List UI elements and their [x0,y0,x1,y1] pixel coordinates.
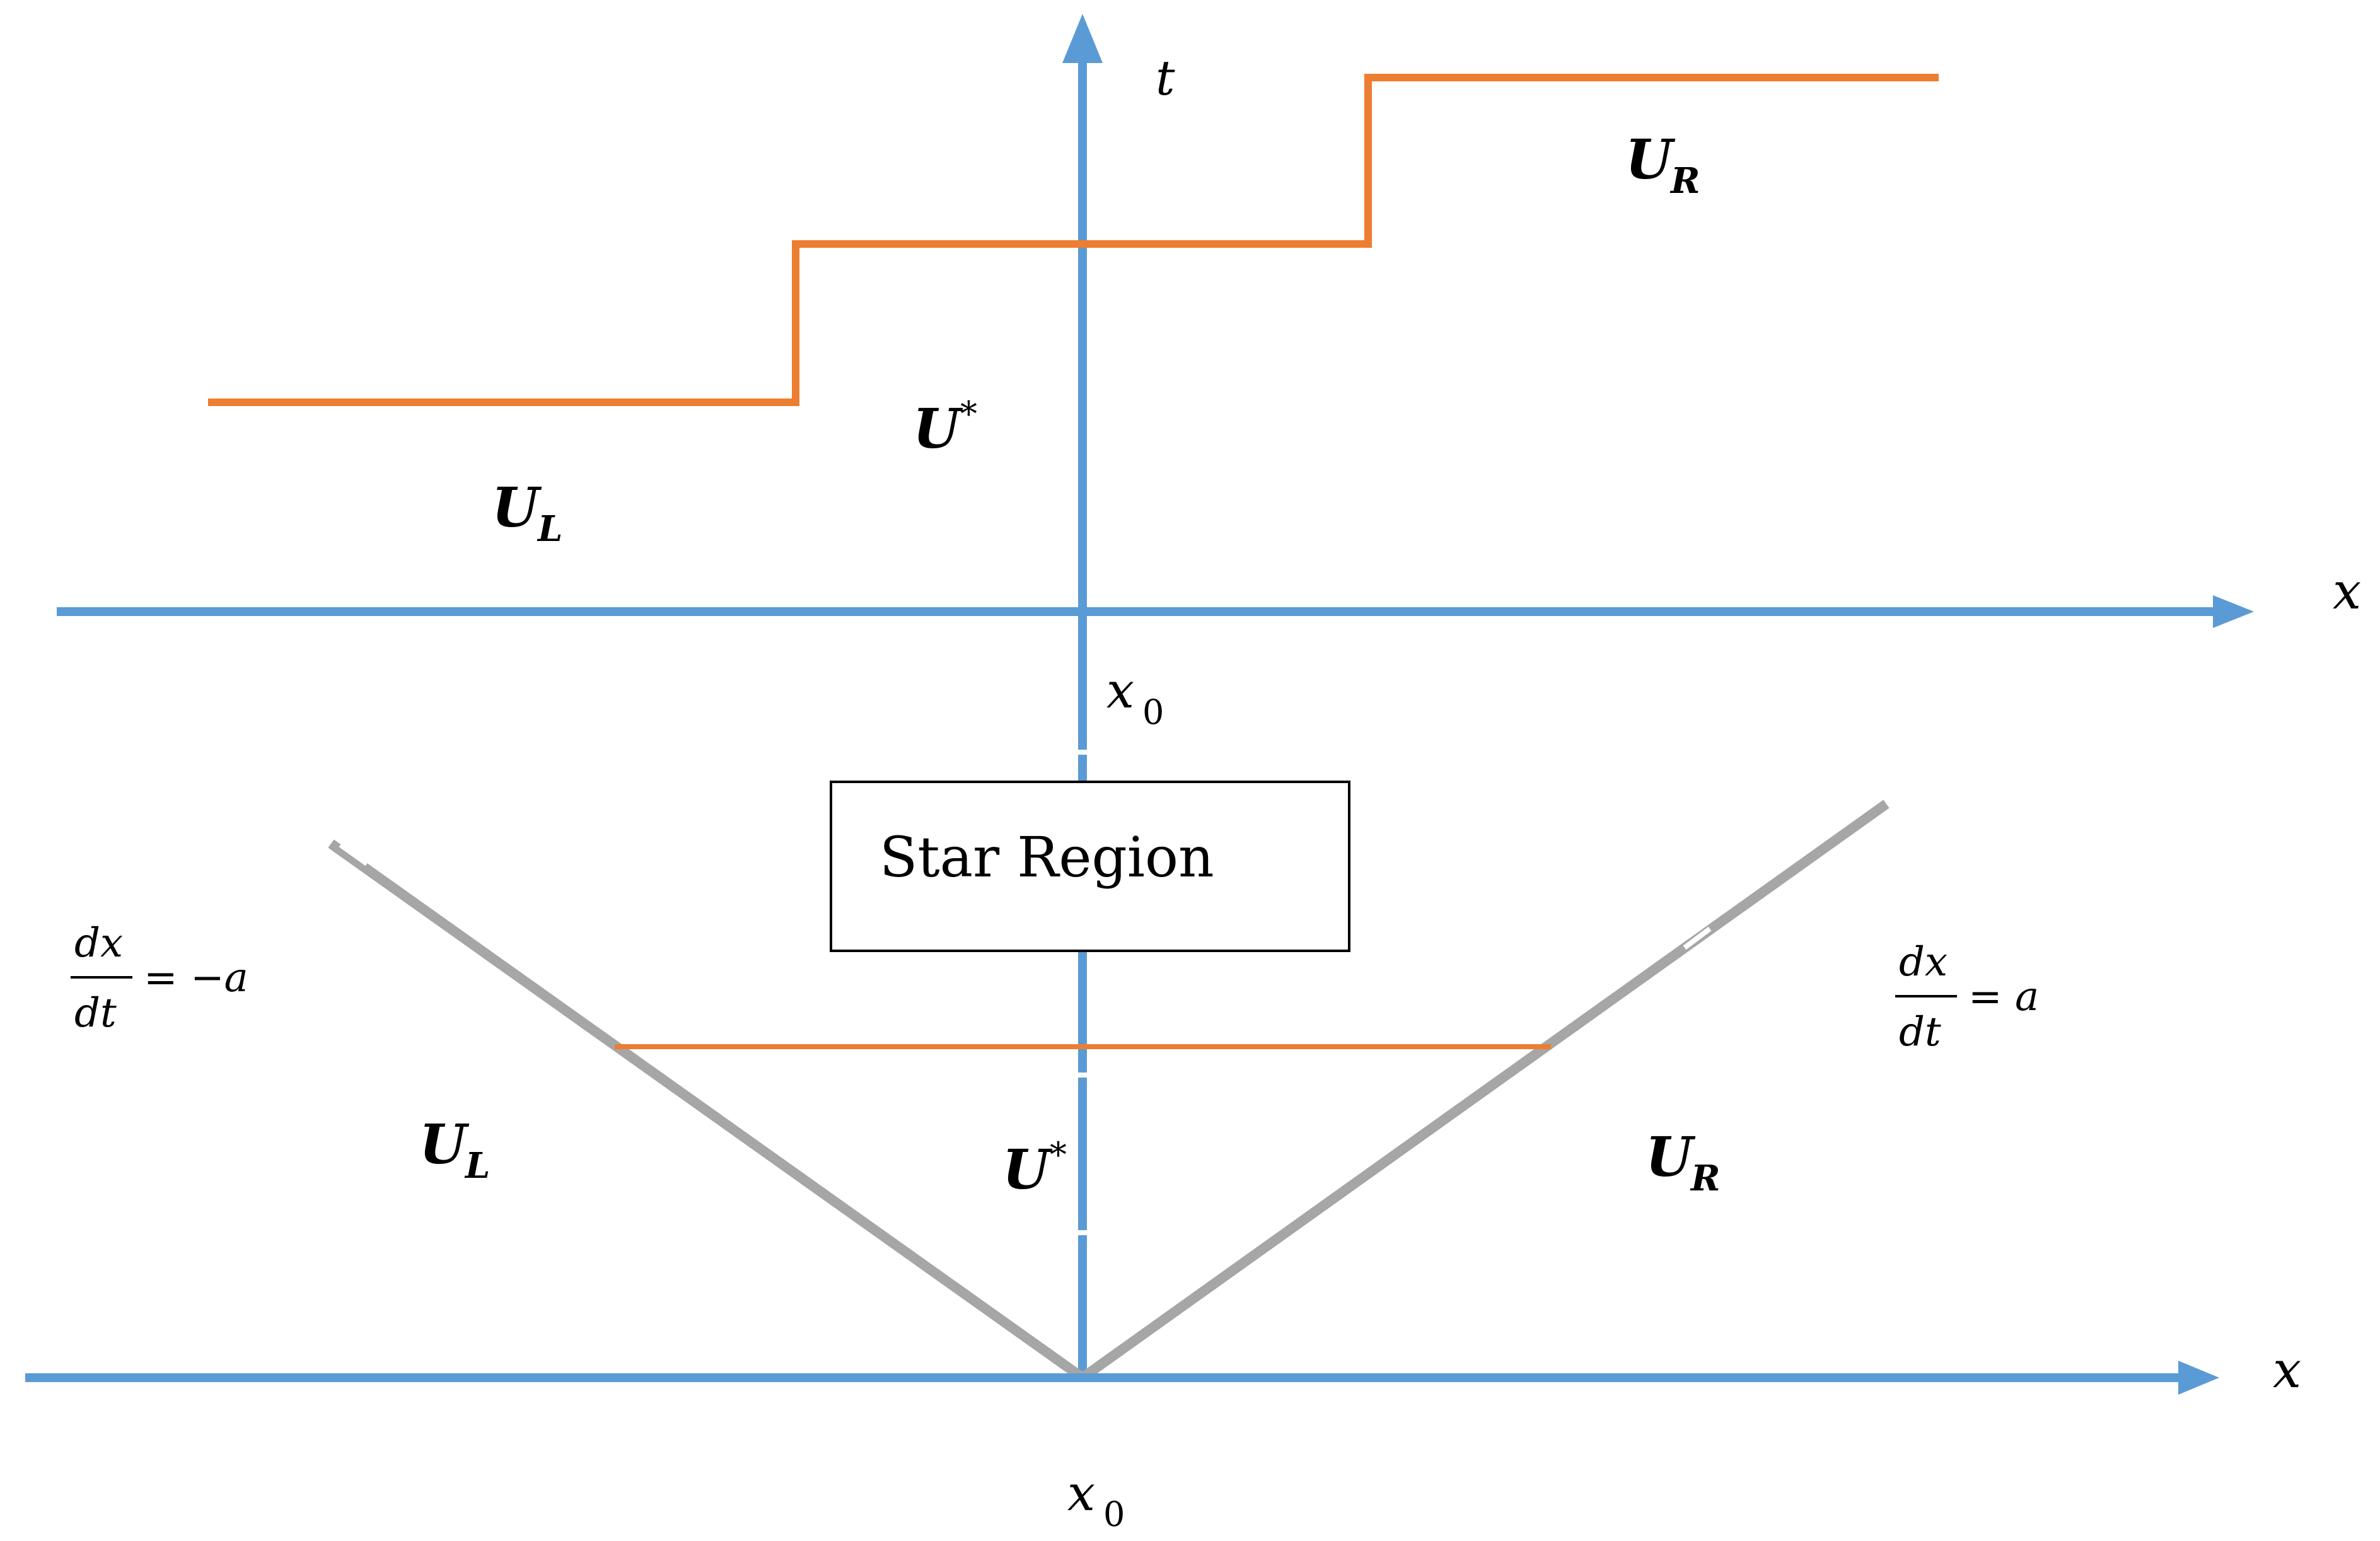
state-left-top: U L [492,476,562,550]
x-axis-bottom-arrowhead [2178,1361,2219,1395]
state-star-top-sup: * [960,394,977,434]
origin-label-bottom-sub: 0 [1103,1494,1125,1534]
t-axis-arrowhead [1062,14,1103,63]
star-region-frame [830,781,1350,952]
left-slope-rhs: = −a [144,955,248,1001]
left-wave-line [328,839,1086,1382]
left-slope-numerator: dx [74,920,123,967]
origin-label-top-sub: 0 [1142,692,1164,732]
right-slope-numerator: dx [1899,939,1948,986]
state-right-bottom-base: U [1646,1125,1696,1189]
state-right-bottom-sub: R [1690,1158,1721,1199]
star-region-label: Star Region [879,825,1214,890]
state-left-bottom-sub: L [464,1145,490,1187]
origin-label-top-base: x [1106,663,1134,719]
state-left-top-base: U [492,476,542,540]
t-axis-label: t [1156,50,1175,106]
state-star-bottom: U * [1002,1135,1067,1202]
state-right-top-sub: R [1669,160,1700,202]
left-wave-slope-label: dx dt = −a [71,920,248,1037]
right-slope-denominator: dt [1899,1009,1941,1055]
star-region-box: Star Region [830,781,1350,952]
step-profile [208,74,1939,406]
bottom-panel: Star Region x x 0 dx dt = −a dx dt = a U… [25,621,2301,1534]
state-star-top-base: U [913,397,963,461]
state-left-bottom-base: U [419,1113,470,1177]
right-slope-rhs: = a [1968,974,2039,1020]
origin-label-top: x 0 [1106,663,1164,732]
origin-label-bottom: x 0 [1067,1465,1125,1534]
x-axis-top-label: x [2333,562,2361,620]
right-wave-slope-label: dx dt = a [1895,939,2039,1055]
left-slope-denominator: dt [74,990,117,1037]
x-axis-top-arrowhead [2213,595,2254,628]
contact-line-gaps [1075,750,1090,1235]
state-left-bottom: U L [419,1113,490,1187]
right-wave-line [1079,800,1889,1382]
state-star-bottom-base: U [1002,1138,1053,1202]
state-right-bottom: U R [1646,1125,1721,1199]
state-star-bottom-sup: * [1050,1135,1067,1175]
state-right-top-base: U [1625,128,1676,192]
origin-label-bottom-base: x [1067,1465,1095,1522]
top-panel: t x x 0 U L U * U R [57,14,2361,732]
state-right-top: U R [1625,128,1700,202]
x-axis-bottom-label: x [2273,1340,2301,1399]
state-left-top-sub: L [537,508,562,550]
state-star-top: U * [913,394,977,461]
